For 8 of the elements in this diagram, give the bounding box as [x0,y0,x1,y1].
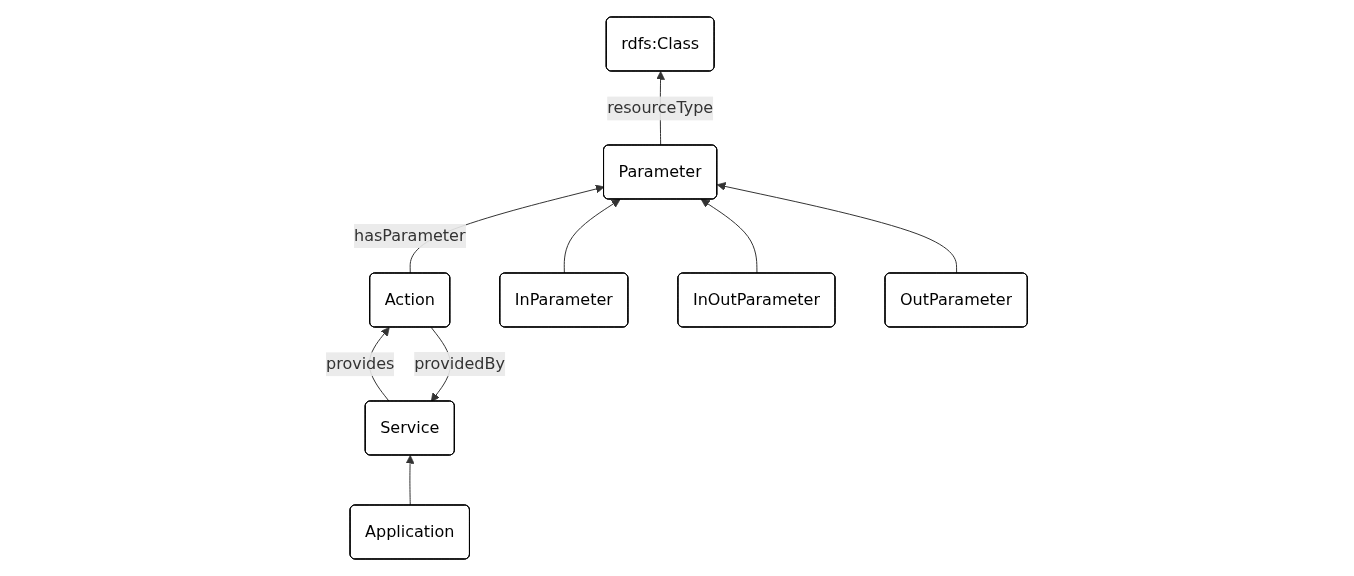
edge-label: providedBy [414,353,506,373]
edge-label: hasParameter [354,225,466,245]
edge-label: provides [326,354,395,374]
arrow [564,199,621,274]
edge-label: resourceType [607,98,714,118]
arrow [717,182,958,274]
arrow [701,199,758,274]
arrow [406,455,415,506]
